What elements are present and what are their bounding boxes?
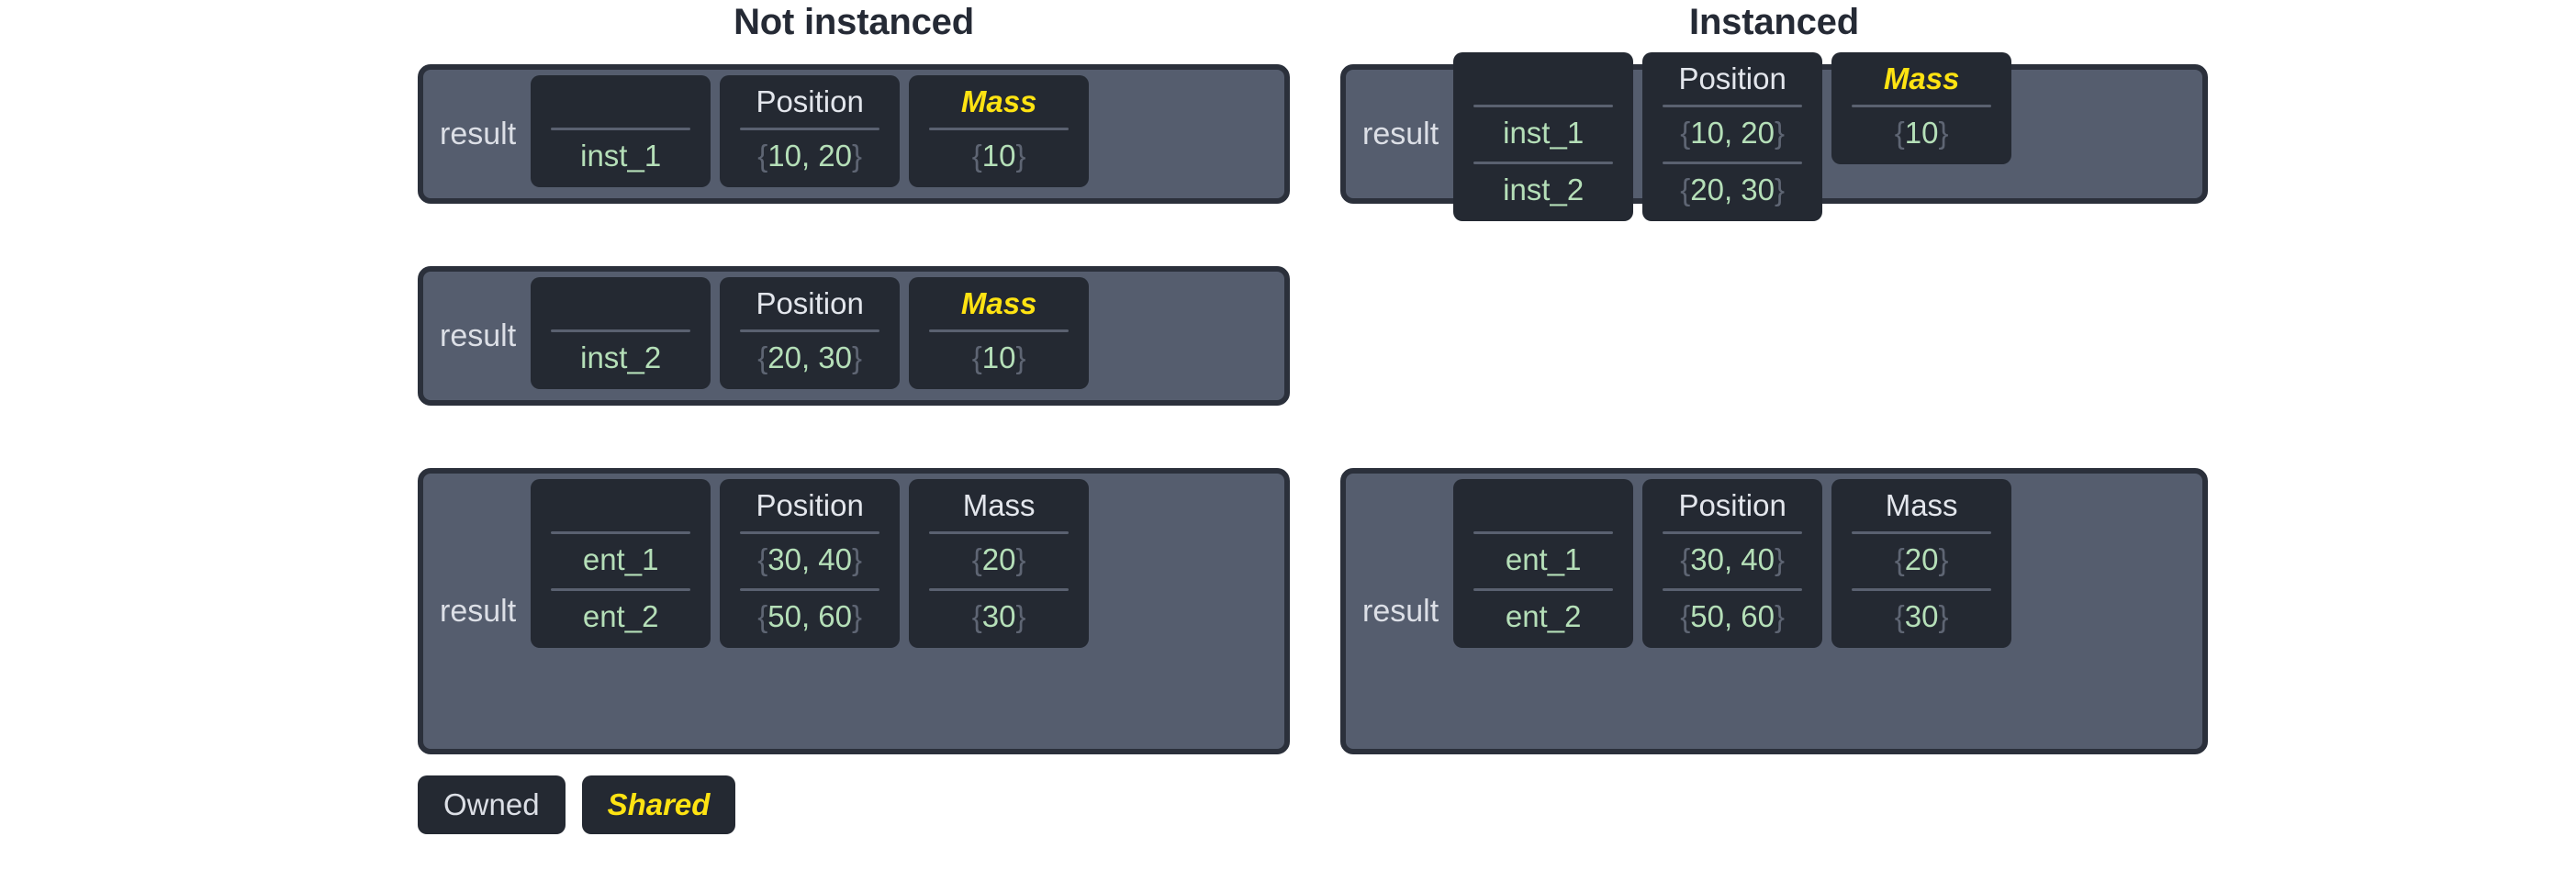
row-divider	[1473, 588, 1614, 591]
value-cell: {10}	[971, 340, 1026, 374]
legend-chip-owned: Owned	[418, 775, 566, 834]
component-column-position: Position {30, 40} {50, 60}	[1642, 479, 1823, 648]
column-header	[1453, 56, 1633, 102]
component-column-name: inst_1 inst_2	[1453, 52, 1634, 221]
header-divider	[1473, 105, 1614, 107]
column-header: Position	[756, 286, 864, 320]
component-column-position: Position {30, 40} {50, 60}	[720, 479, 901, 648]
header-divider	[929, 128, 1070, 130]
value-cell: {50, 60}	[1680, 599, 1786, 633]
component-column-mass: Mass {10}	[909, 277, 1090, 389]
component-column-position: Position {10, 20}	[720, 75, 901, 187]
value-cell: {30, 40}	[757, 542, 863, 576]
row-divider	[1663, 162, 1803, 164]
component-column-mass: Mass {20} {30}	[1831, 479, 2012, 648]
component-column-name: ent_1 ent_2	[1453, 479, 1634, 648]
archetype-block: result ent_1 ent_2 Position {30, 40} {50…	[418, 468, 1290, 754]
entity-cell: ent_1	[1505, 542, 1582, 576]
column-title-not-instanced: Not instanced	[734, 2, 974, 42]
row-divider	[1852, 588, 1992, 591]
component-column-position: Position {10, 20} {20, 30}	[1642, 52, 1823, 221]
column-title-instanced: Instanced	[1689, 2, 1859, 42]
result-label: result	[440, 116, 517, 151]
header-divider	[740, 128, 880, 130]
value-cell: {10, 20}	[757, 139, 863, 173]
component-column-position: Position {20, 30}	[720, 277, 901, 389]
result-label: result	[440, 593, 517, 629]
result-label: result	[1362, 116, 1439, 151]
row-divider	[740, 588, 880, 591]
column-header: Mass	[1885, 488, 1958, 522]
value-cell: {50, 60}	[757, 599, 863, 633]
value-cell: {10}	[1894, 116, 1949, 150]
column-header	[531, 79, 711, 125]
header-divider	[740, 329, 880, 332]
column-group: inst_1 Position {10, 20} Mass {10}	[531, 70, 1284, 198]
header-divider	[740, 531, 880, 534]
component-column-name: inst_1	[531, 75, 711, 187]
value-cell: {20}	[1894, 542, 1949, 576]
header-divider	[929, 531, 1070, 534]
component-column-name: inst_2	[531, 277, 711, 389]
column-header: Position	[1678, 488, 1786, 522]
column-header: Position	[1678, 61, 1786, 95]
entity-cell: ent_2	[582, 599, 659, 633]
value-cell: {20, 30}	[1680, 173, 1786, 206]
column-group: ent_1 ent_2 Position {30, 40} {50, 60} M…	[1453, 474, 2202, 749]
row-divider	[551, 588, 691, 591]
legend-chip-shared: Shared	[581, 775, 736, 834]
column-header: Position	[756, 84, 864, 118]
column-group: ent_1 ent_2 Position {30, 40} {50, 60} M…	[531, 474, 1284, 749]
legend: Owned Shared	[418, 775, 736, 834]
column-header: Mass	[962, 488, 1036, 522]
column-header	[1453, 483, 1633, 529]
component-column-mass-shared: Mass {10}	[1831, 52, 2012, 164]
entity-cell: ent_2	[1505, 599, 1582, 633]
header-divider	[929, 329, 1070, 332]
archetype-block: result ent_1 ent_2 Position {30, 40} {50…	[1340, 468, 2208, 754]
column-group: inst_2 Position {20, 30} Mass {10}	[531, 272, 1284, 400]
column-header: Mass	[1883, 61, 1960, 95]
result-label: result	[1362, 593, 1439, 629]
header-divider	[1663, 105, 1803, 107]
column-header	[531, 281, 711, 327]
value-cell: {30, 40}	[1680, 542, 1786, 576]
column-header: Mass	[960, 84, 1037, 118]
header-divider	[1852, 531, 1992, 534]
header-divider	[1473, 531, 1614, 534]
header-divider	[1852, 105, 1992, 107]
component-column-mass: Mass {10}	[909, 75, 1090, 187]
value-cell: {30}	[1894, 599, 1949, 633]
archetype-block: result inst_2 Position {20, 30} Mass {10…	[418, 266, 1290, 406]
value-cell: {20}	[971, 542, 1026, 576]
header-divider	[1663, 531, 1803, 534]
entity-cell: inst_2	[580, 340, 662, 374]
row-divider	[1473, 162, 1614, 164]
value-cell: {10, 20}	[1680, 116, 1786, 150]
entity-cell: inst_2	[1503, 173, 1585, 206]
component-column-name: ent_1 ent_2	[531, 479, 711, 648]
header-divider	[551, 128, 691, 130]
column-header: Position	[756, 488, 864, 522]
column-header: Mass	[960, 286, 1037, 320]
entity-cell: inst_1	[580, 139, 662, 173]
value-cell: {20, 30}	[757, 340, 863, 374]
result-label: result	[440, 318, 517, 353]
header-divider	[551, 329, 691, 332]
value-cell: {10}	[971, 139, 1026, 173]
value-cell: {30}	[971, 599, 1026, 633]
header-divider	[551, 531, 691, 534]
row-divider	[929, 588, 1070, 591]
archetype-block: result inst_1 inst_2 Position {10, 20} {…	[1340, 52, 2208, 221]
archetype-block: result inst_1 Position {10, 20} Mass {10…	[418, 64, 1290, 204]
column-group: inst_1 inst_2 Position {10, 20} {20, 30}…	[1453, 52, 2202, 221]
entity-cell: ent_1	[582, 542, 659, 576]
row-divider	[1663, 588, 1803, 591]
column-header	[531, 483, 711, 529]
component-column-mass: Mass {20} {30}	[909, 479, 1090, 648]
entity-cell: inst_1	[1503, 116, 1585, 150]
